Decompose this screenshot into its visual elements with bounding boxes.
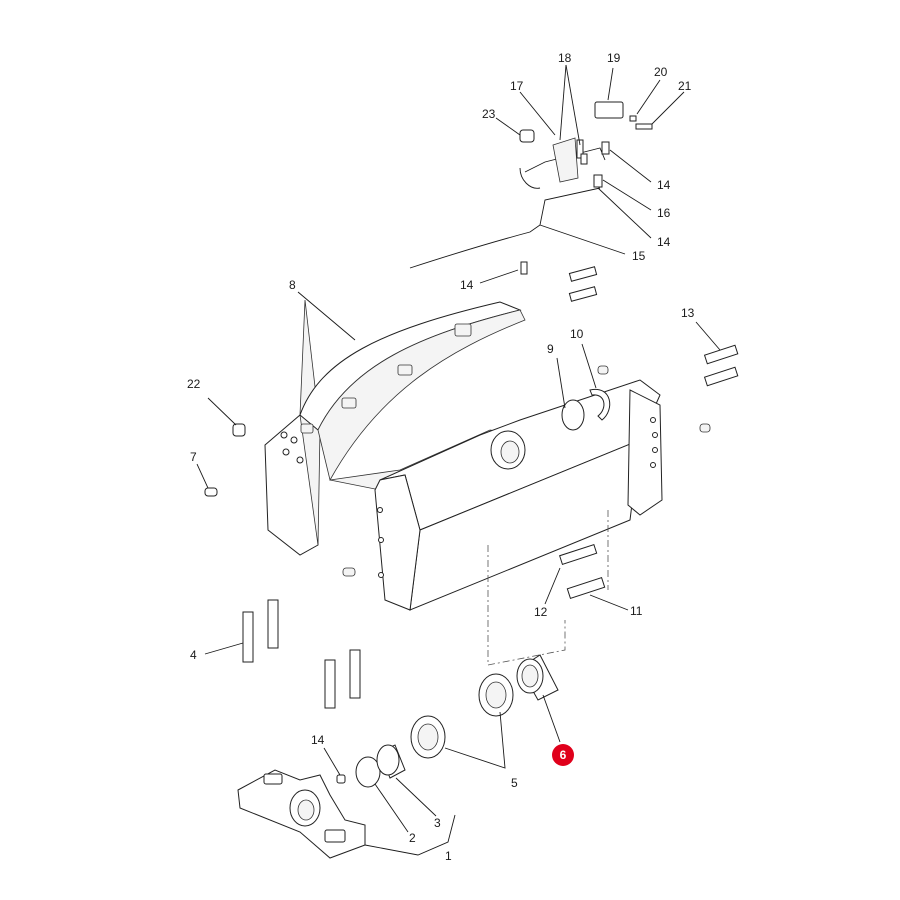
leader-lines [196,64,721,856]
callout-12: 12 [534,605,548,619]
callout-14-center: 14 [460,278,474,292]
callout-16: 16 [657,206,671,220]
bolts-4[interactable] [242,599,361,709]
callout-21: 21 [678,79,692,93]
callout-14-lower: 14 [311,733,325,747]
callout-4: 4 [190,648,197,662]
callout-7: 7 [190,450,197,464]
callout-20: 20 [654,65,668,79]
callout-14-top1: 14 [657,178,671,192]
bushing-6[interactable] [516,654,559,701]
grease-line-assembly[interactable] [409,101,653,275]
callout-2: 2 [409,831,416,845]
callout-10: 10 [570,327,584,341]
callout-23: 23 [482,107,496,121]
callout-14-top2: 14 [657,235,671,249]
callout-15: 15 [632,249,646,263]
highlight-badge [552,744,574,766]
axle-frame-part[interactable] [264,299,663,611]
retaining-ring-10[interactable] [589,388,611,421]
callout-18: 18 [558,51,572,65]
bolt-12[interactable] [559,544,598,565]
callout-5: 5 [511,776,518,790]
callout-13: 13 [681,306,695,320]
highlighted-callout-6[interactable]: 6 [552,744,574,766]
callout-6: 6 [560,748,567,762]
callout-22: 22 [187,377,201,391]
pin-7[interactable] [204,487,218,497]
plug-22[interactable] [232,423,246,437]
seal-2[interactable] [355,756,381,788]
callout-11: 11 [630,604,643,618]
callout-labels: 1 2 3 4 5 7 8 9 10 11 12 13 14 14 14 14 … [187,51,695,863]
bushing-3[interactable] [376,744,406,779]
callout-3: 3 [434,816,441,830]
callout-9: 9 [547,342,554,356]
callout-1: 1 [445,849,452,863]
bolts-upper[interactable] [568,266,739,433]
bolt-11[interactable] [566,577,606,599]
callout-8: 8 [289,278,296,292]
callout-19: 19 [607,51,621,65]
pivot-bracket-1[interactable] [237,769,366,859]
callout-17: 17 [510,79,524,93]
seal-9[interactable] [561,399,585,431]
fitting-14-lower[interactable] [336,774,346,784]
